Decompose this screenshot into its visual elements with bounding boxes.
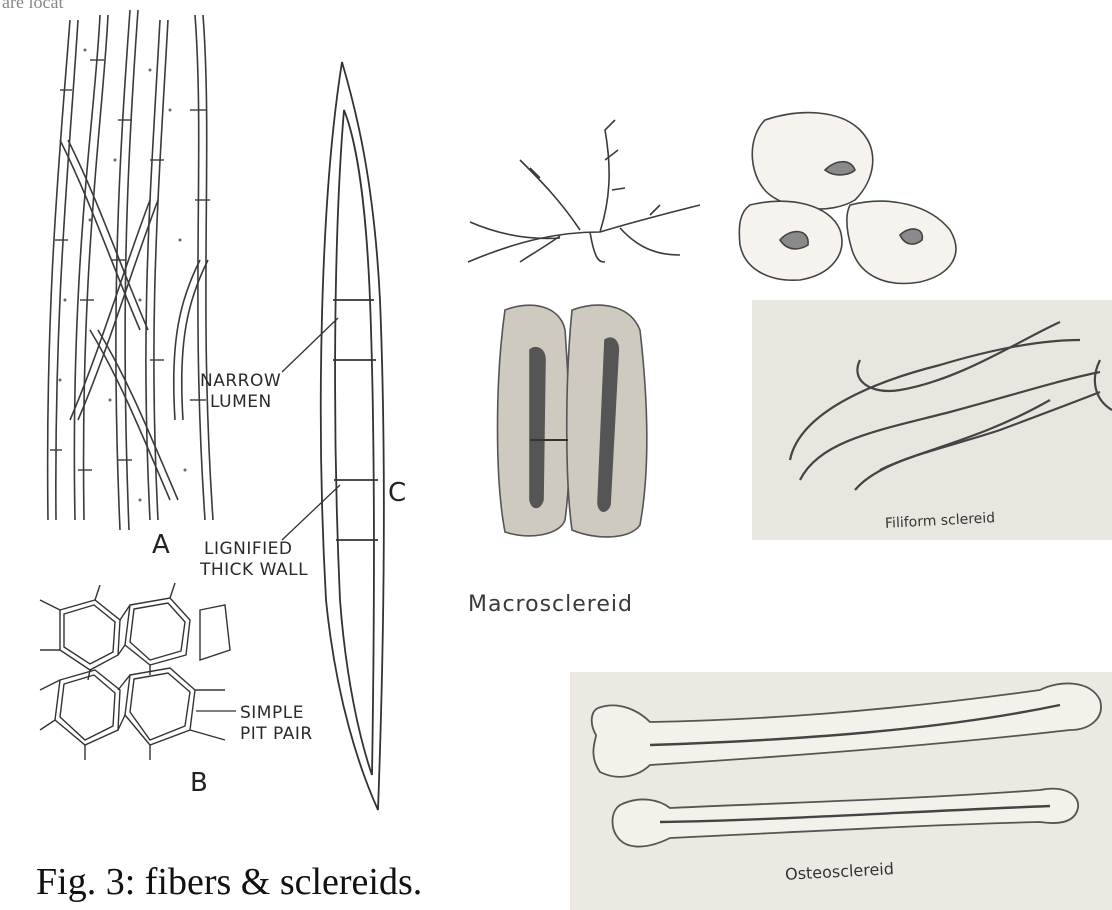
label-lignified-line1: LIGNIFIED [200, 539, 308, 560]
single-fiber [321, 62, 384, 810]
letter-b: B [190, 768, 208, 798]
fiber-bundle-longitudinal [48, 10, 213, 530]
label-simple-pit-line2: PIT PAIR [240, 724, 313, 745]
letter-c: C [388, 478, 406, 508]
label-simple-pit-line1: SIMPLE [240, 703, 313, 724]
label-lignified-wall: LIGNIFIED THICK WALL [200, 539, 308, 581]
label-lignified-line2: THICK WALL [200, 560, 308, 581]
letter-a: A [152, 530, 170, 560]
label-narrow-lumen-line2: LUMEN [200, 392, 281, 413]
stone-cells [739, 113, 956, 284]
figure-caption: Fig. 3: fibers & sclereids. [36, 860, 422, 904]
label-narrow-lumen-line1: NARROW [200, 371, 281, 392]
fiber-cross-section [40, 583, 230, 760]
clipped-top-text: are locat [2, 0, 63, 13]
label-simple-pit-pair: SIMPLE PIT PAIR [240, 703, 313, 745]
filiform-panel-bg [752, 300, 1112, 540]
macrosclereid [498, 305, 647, 537]
label-narrow-lumen: NARROW LUMEN [200, 371, 281, 413]
label-macrosclereid: Macrosclereid [468, 592, 633, 617]
branched-sclereid [468, 120, 700, 262]
